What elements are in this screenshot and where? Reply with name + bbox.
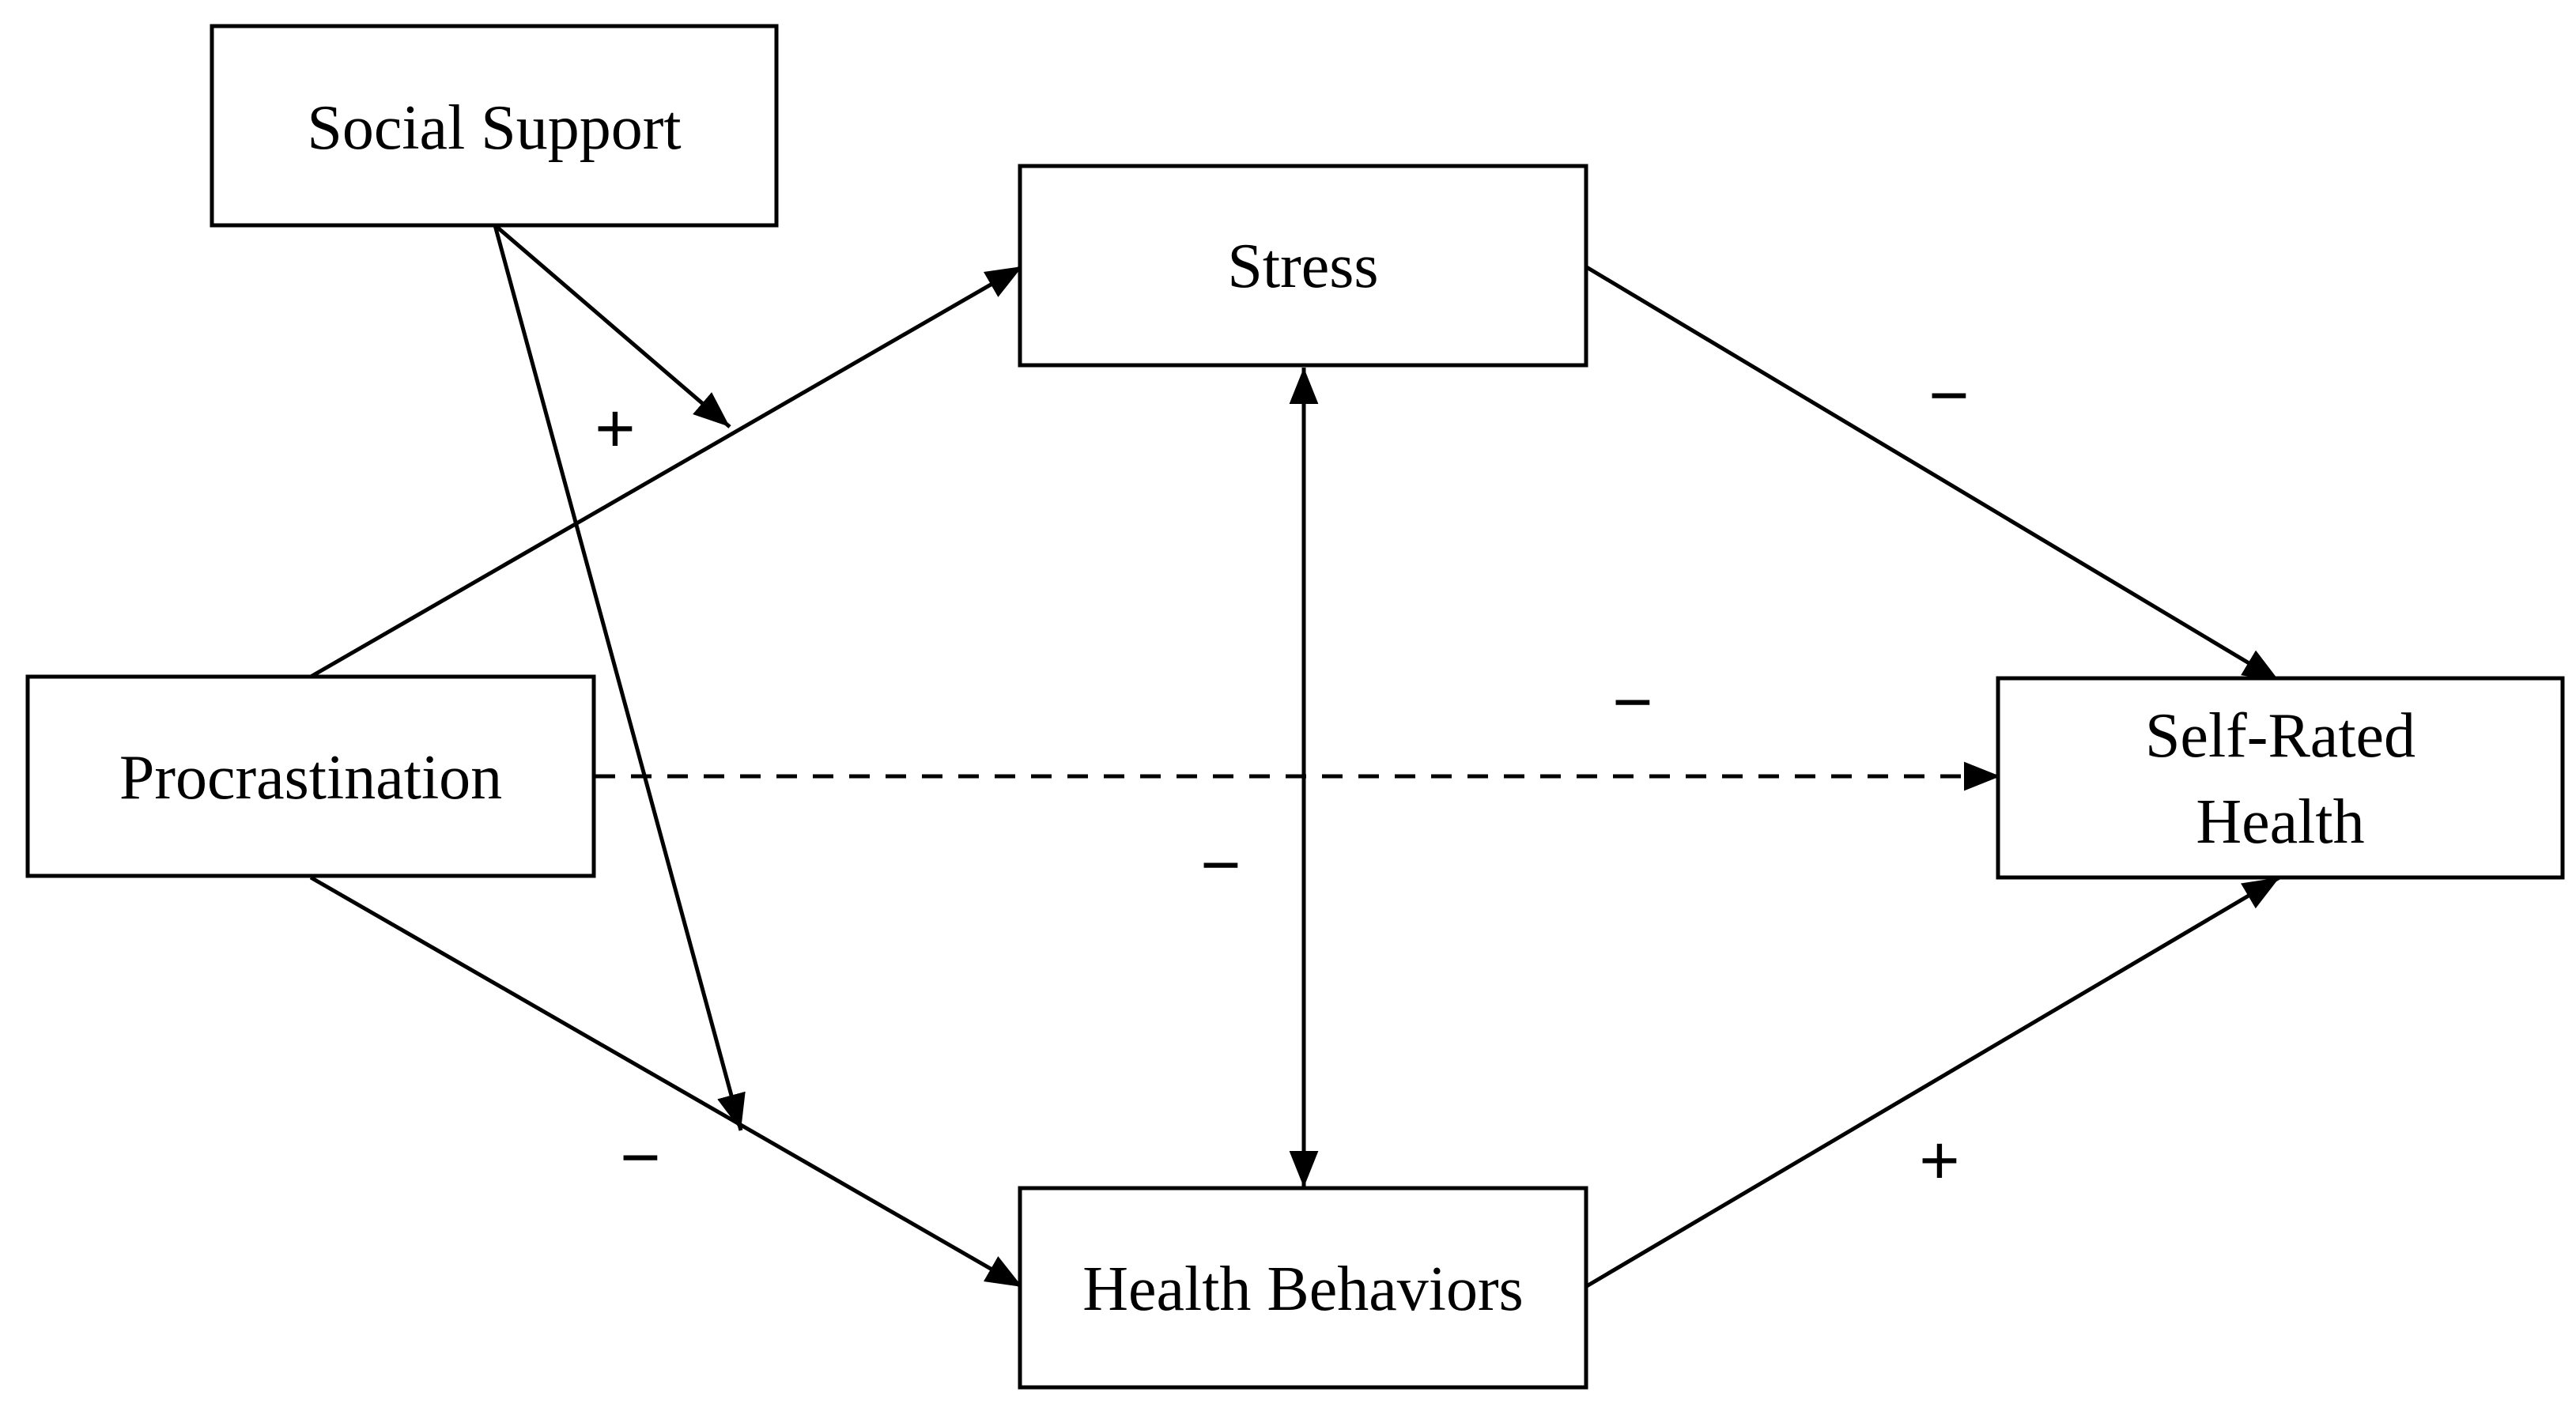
node-health-behaviors-box (1018, 1186, 1588, 1390)
edge-health-behaviors-to-self-rated-health (1584, 875, 2281, 1289)
sign-social-support-moderation: + (595, 389, 635, 467)
edge-stress-to-self-rated-health (1584, 264, 2281, 684)
edge-social-support-moderates-health-behaviors-path (493, 225, 746, 1131)
node-stress-box (1018, 164, 1588, 368)
node-self-rated-health-box (1996, 676, 2565, 880)
node-self-rated-health: Self-Rated Health (1996, 676, 2565, 880)
node-health-behaviors-label: Health Behaviors (1082, 1255, 1524, 1324)
edge-social-support-moderates-stress-path (493, 224, 731, 428)
node-social-support: Social Support (210, 24, 779, 228)
node-social-support-box (210, 24, 779, 228)
node-stress-label: Stress (1227, 232, 1378, 301)
node-health-behaviors: Health Behaviors (1018, 1186, 1588, 1390)
edge-procrastination-to-stress (309, 264, 1024, 679)
sign-stress-health-behaviors: − (1200, 825, 1241, 904)
node-self-rated-health-label-line1: Self-Rated (2145, 701, 2415, 771)
node-self-rated-health-label-line2: Health (2196, 787, 2364, 857)
sign-stress-self-rated-health: − (1928, 356, 1969, 434)
sign-procrastination-self-rated-health: − (1612, 662, 1652, 741)
node-stress: Stress (1018, 164, 1588, 368)
sign-procrastination-health-behaviors: − (620, 1118, 660, 1196)
node-procrastination: Procrastination (25, 674, 596, 878)
node-social-support-label: Social Support (307, 93, 681, 163)
edge-procrastination-to-health-behaviors (309, 875, 1024, 1289)
node-procrastination-label: Procrastination (119, 743, 502, 813)
node-procrastination-box (25, 674, 596, 878)
sign-health-behaviors-self-rated-health: + (1919, 1121, 1959, 1199)
